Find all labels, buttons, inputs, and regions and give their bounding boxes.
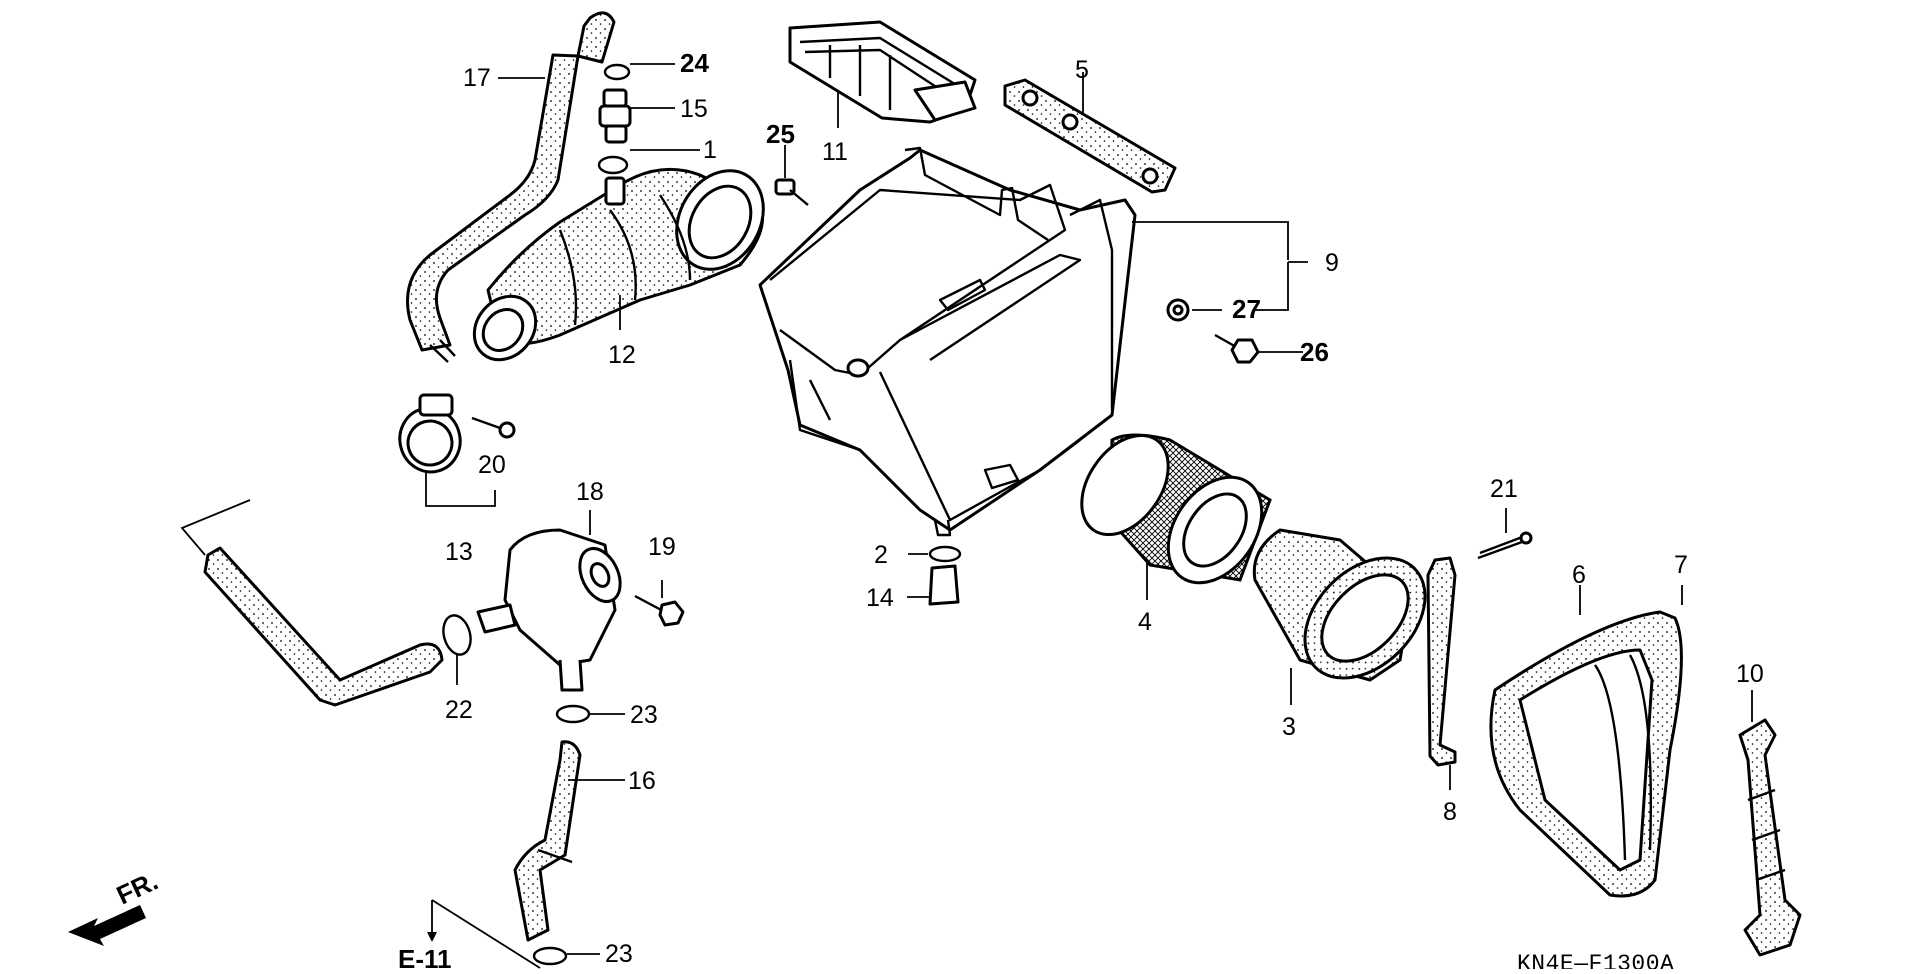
bolt-25 [774, 178, 809, 206]
callout-2: 2 [874, 541, 888, 569]
callout-labels: 17 24 15 1 11 25 5 12 9 27 26 20 13 18 1… [445, 48, 1764, 968]
callout-13: 13 [445, 538, 473, 566]
bolt-19 [634, 594, 685, 627]
strap-10 [1738, 718, 1802, 957]
leader-lines [425, 63, 1753, 955]
callout-24: 24 [680, 48, 709, 78]
callout-5: 5 [1075, 56, 1089, 84]
diagram-code: KN4E—F1300A [1517, 951, 1674, 969]
callout-3: 3 [1282, 713, 1296, 741]
callout-17: 17 [463, 64, 491, 92]
callout-9: 9 [1325, 249, 1339, 277]
left-hose [180, 499, 444, 707]
callout-22: 22 [445, 696, 473, 724]
callout-14: 14 [866, 584, 894, 612]
separator-part [476, 528, 622, 692]
callout-4: 4 [1138, 608, 1152, 636]
callout-6: 6 [1572, 561, 1586, 589]
bolt-26 [1214, 333, 1260, 364]
reference-label: E-11 [398, 944, 452, 969]
callout-19: 19 [648, 533, 676, 561]
drain-tube-16 [513, 740, 582, 942]
callout-15: 15 [680, 95, 708, 123]
front-label: FR. [112, 866, 163, 911]
breather-hose-part [406, 11, 616, 363]
air-filter-foam-part [1252, 528, 1427, 682]
front-direction-arrow [68, 905, 146, 946]
callout-16: 16 [628, 767, 656, 795]
drain-plug-14 [928, 564, 960, 606]
callout-7: 7 [1674, 551, 1688, 579]
callout-10: 10 [1736, 660, 1764, 688]
strap-8 [1426, 556, 1457, 767]
callout-23-lower: 23 [605, 940, 633, 968]
callout-20: 20 [478, 451, 506, 479]
callout-26: 26 [1300, 337, 1329, 367]
callout-21: 21 [1490, 475, 1518, 503]
air-intake-duct-part [788, 20, 977, 124]
callout-12: 12 [608, 341, 636, 369]
callout-23-upper: 23 [630, 701, 658, 729]
callout-11: 11 [822, 138, 848, 166]
reference-mark [427, 899, 541, 969]
connecting-band-part [398, 393, 462, 474]
washer-27 [1166, 298, 1190, 322]
clip-23-upper [555, 704, 591, 724]
clip-23-lower [532, 946, 568, 966]
clip-2 [928, 545, 962, 563]
callout-8: 8 [1443, 798, 1457, 826]
air-filter-element-part [1080, 433, 1272, 585]
connecting-tube-part [472, 167, 765, 362]
callout-25: 25 [766, 119, 795, 149]
clip-22 [442, 614, 472, 656]
screw-20 [471, 416, 516, 439]
breather-fittings [597, 63, 632, 175]
callout-18: 18 [576, 478, 604, 506]
stay-bracket-part [1003, 78, 1177, 194]
air-cleaner-case-part [758, 146, 1137, 537]
air-cleaner-cover-part [1489, 610, 1683, 898]
callout-1: 1 [703, 136, 717, 164]
callout-27: 27 [1232, 294, 1261, 324]
pin-21 [1477, 531, 1533, 560]
